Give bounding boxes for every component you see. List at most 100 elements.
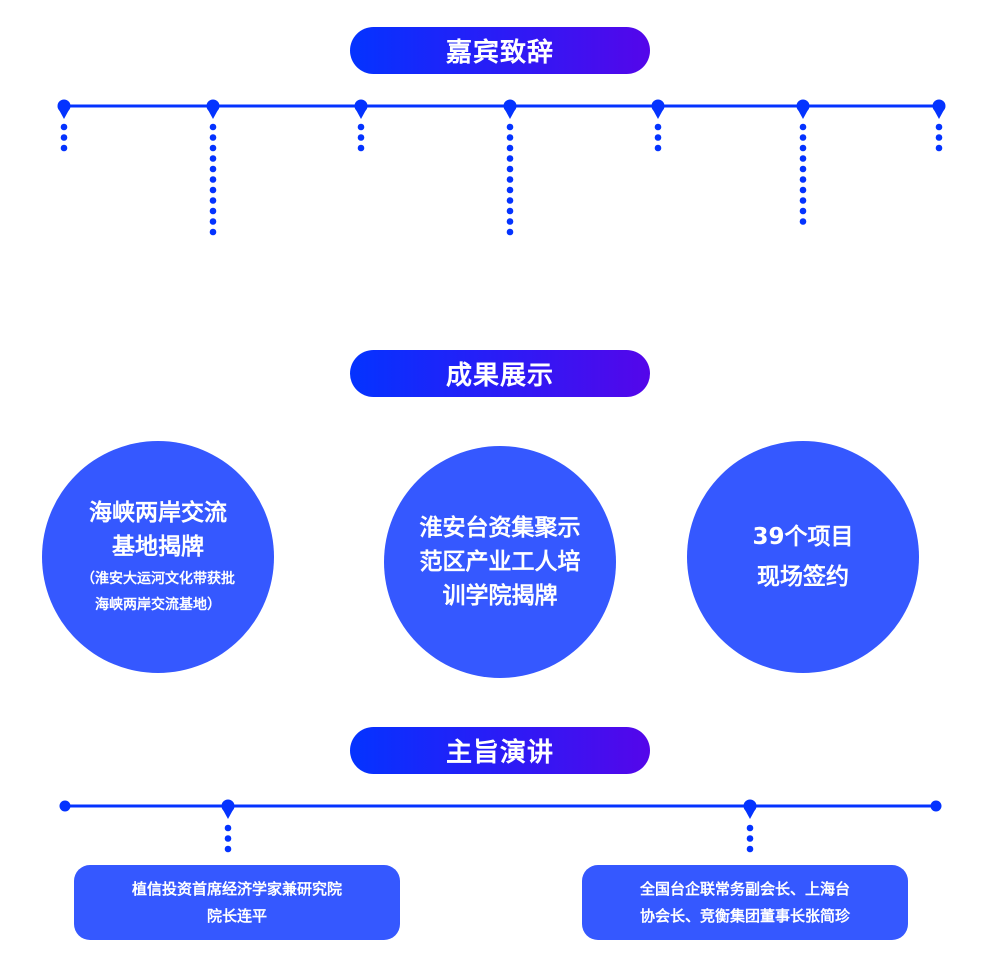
connector-dot [209, 186, 217, 194]
pin-tip [207, 108, 219, 119]
connector-dot [506, 186, 514, 194]
connector-dot [506, 134, 514, 141]
connector-dot [506, 197, 514, 204]
timeline-end-dot [930, 800, 942, 812]
connector-dot [224, 835, 232, 842]
connector-dot [209, 165, 217, 173]
dotted-connector [224, 824, 232, 853]
connector-dot [799, 165, 807, 173]
speaker-card-1: 植信投资首席经济学家兼研究院 院长连平 [74, 865, 400, 940]
line: 范区产业工人培 [419, 549, 581, 575]
line: （淮安大运河文化带获批 [81, 571, 235, 587]
timeline-start-dot [59, 800, 71, 812]
dotted-connector [935, 123, 943, 152]
map-pin-icon [503, 99, 517, 119]
speaker-line: 植信投资首席经济学家兼研究院 [131, 879, 342, 898]
dotted-connector [654, 123, 662, 152]
pin-tip [355, 108, 367, 119]
connector-dot [209, 144, 217, 152]
connector-dot [799, 176, 807, 183]
connector-dot [506, 123, 514, 131]
dotted-connector [506, 123, 514, 236]
line: 基地揭牌 [112, 534, 204, 560]
dotted-connector [357, 123, 365, 152]
connector-dot [935, 144, 943, 152]
connector-dot [746, 835, 754, 842]
achievement-circle-3: 39个项目 现场签约 [687, 441, 919, 673]
connector-dot [506, 155, 514, 162]
achievement-circle-1: 海峡两岸交流 基地揭牌 （淮安大运河文化带获批 海峡两岸交流基地） [42, 441, 274, 673]
keynote-timeline [59, 799, 942, 853]
connector-dot [654, 144, 662, 152]
connector-dot [224, 845, 232, 853]
connector-dot [935, 123, 943, 131]
map-pin-icon [221, 799, 235, 819]
guest-speech-timeline [57, 99, 946, 236]
line: 39个项目 [752, 524, 854, 550]
section-header-guest-speech: 嘉宾致辞 [350, 27, 650, 74]
connector-dot [799, 218, 807, 225]
pin-tip [652, 108, 664, 119]
section-title: 成果展示 [445, 361, 554, 391]
connector-dot [209, 197, 217, 204]
connector-dot [935, 134, 943, 141]
connector-dot [799, 197, 807, 204]
line: 海峡两岸交流 [89, 500, 227, 526]
line: 训学院揭牌 [442, 583, 558, 609]
connector-dot [506, 228, 514, 236]
speaker-card-2: 全国台企联常务副会长、上海台 协会长、竞衡集团董事长张简珍 [582, 865, 908, 940]
speaker-line: 全国台企联常务副会长、上海台 [639, 879, 850, 898]
connector-dot [799, 144, 807, 152]
dotted-connector [799, 123, 807, 225]
map-pin-icon [651, 99, 665, 119]
connector-dot [799, 134, 807, 141]
connector-dot [746, 824, 754, 832]
connector-dot [60, 134, 68, 141]
achievement-title: 39个项目 现场签约 [752, 517, 853, 597]
connector-dot [506, 207, 514, 215]
map-pin-icon [206, 99, 220, 119]
connector-dot [357, 134, 365, 141]
connector-dot [506, 144, 514, 152]
connector-dot [357, 144, 365, 152]
connector-dot [209, 207, 217, 215]
connector-dot [209, 123, 217, 131]
connector-dot [209, 134, 217, 141]
connector-dot [209, 228, 217, 236]
connector-dot [799, 186, 807, 194]
map-pin-icon [57, 99, 71, 119]
line: 淮安台资集聚示 [419, 515, 581, 541]
dotted-connector [746, 824, 754, 853]
connector-dot [799, 155, 807, 162]
map-pin-icon [354, 99, 368, 119]
connector-dot [506, 165, 514, 173]
speaker-line: 协会长、竞衡集团董事长张简珍 [639, 906, 850, 925]
achievement-subtitle: （淮安大运河文化带获批 海峡两岸交流基地） [81, 566, 235, 618]
section-header-keynote: 主旨演讲 [350, 727, 650, 774]
line: 现场签约 [756, 564, 849, 590]
map-pin-icon [796, 99, 810, 119]
pin-tip [58, 108, 70, 119]
achievement-circle-2: 淮安台资集聚示 范区产业工人培 训学院揭牌 [384, 446, 616, 678]
connector-dot [224, 824, 232, 832]
connector-dot [60, 144, 68, 152]
pin-tip [504, 108, 516, 119]
connector-dot [746, 845, 754, 853]
connector-dot [209, 218, 217, 225]
section-header-achievements: 成果展示 [350, 350, 650, 397]
connector-dot [654, 134, 662, 141]
map-pin-icon [932, 99, 946, 119]
section-title: 主旨演讲 [445, 738, 554, 768]
connector-dot [357, 123, 365, 131]
achievement-title: 海峡两岸交流 基地揭牌 [89, 496, 227, 564]
achievement-title: 淮安台资集聚示 范区产业工人培 训学院揭牌 [420, 511, 581, 613]
map-pin-icon [743, 799, 757, 819]
pin-tip [222, 808, 234, 819]
dotted-connector [60, 123, 68, 152]
pin-tip [797, 108, 809, 119]
line: 海峡两岸交流基地） [95, 597, 221, 613]
connector-dot [506, 218, 514, 225]
connector-dot [209, 176, 217, 183]
pin-tip [744, 808, 756, 819]
pin-tip [933, 108, 945, 119]
